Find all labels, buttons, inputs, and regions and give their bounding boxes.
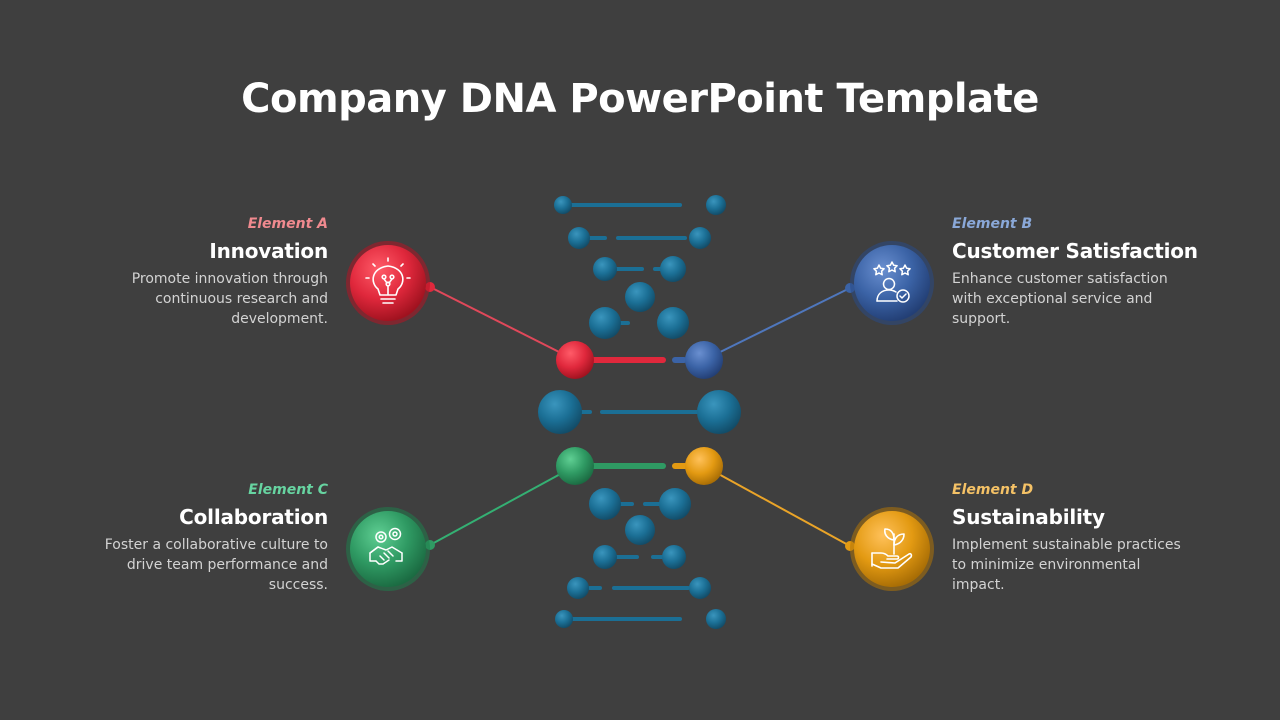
helix-bead [660,256,686,282]
element-c-block: Element C Collaboration Foster a collabo… [78,481,328,595]
element-b-circle [850,241,934,325]
plant-in-hand-icon [871,528,913,569]
element-c-heading: Collaboration [179,505,328,529]
helix-bead [567,577,589,599]
helix-bead [593,545,617,569]
helix-bead [689,577,711,599]
element-c-tag: Element C [248,482,328,498]
helix-bead [625,282,655,312]
element-a-circle [346,241,430,325]
helix-bead [589,307,621,339]
connector-b [703,287,851,361]
helix-bead [568,227,590,249]
connector-lines [425,282,855,551]
helix-bead-element-a [556,341,594,379]
helix-bead [657,307,689,339]
customer-rating-icon [873,261,911,303]
element-b-block: Element B Customer Satisfaction Enhance … [952,215,1207,329]
helix-bead-element-c [556,447,594,485]
element-b-description: Enhance customer satisfaction with excep… [952,271,1168,327]
element-b-heading: Customer Satisfaction [952,239,1198,263]
slide-title: Company DNA PowerPoint Template [241,76,1039,122]
helix-bead [689,227,711,249]
helix-bead-element-d [685,447,723,485]
helix-bead [538,390,582,434]
element-d-tag: Element D [952,482,1034,498]
helix-bead [593,257,617,281]
dna-helix [538,195,741,629]
connector-a [429,286,576,361]
element-a-description: Promote innovation through continuous re… [131,271,328,327]
helix-bead [662,545,686,569]
element-c-circle [346,507,430,591]
element-d-heading: Sustainability [952,505,1105,529]
element-a-block: Element A Innovation Promote innovation … [78,215,329,329]
element-b-tag: Element B [952,216,1033,232]
handshake-gears-icon [369,527,403,565]
element-d-description: Implement sustainable practices to minim… [952,537,1181,593]
helix-bead [697,390,741,434]
element-c-description: Foster a collaborative culture to drive … [104,537,328,593]
helix-bead [589,488,621,520]
helix-bead [706,195,726,215]
helix-bead [625,515,655,545]
helix-bead-element-b [685,341,723,379]
lightbulb-icon [365,257,411,304]
helix-bead [555,610,573,628]
element-d-circle [850,507,934,591]
connector-c [429,465,576,546]
helix-bead [706,609,726,629]
element-a-tag: Element A [247,216,328,232]
helix-bead [554,196,572,214]
helix-bead [659,488,691,520]
element-d-block: Element D Sustainability Implement susta… [952,481,1207,595]
element-a-heading: Innovation [209,239,328,263]
connector-d [703,465,851,547]
